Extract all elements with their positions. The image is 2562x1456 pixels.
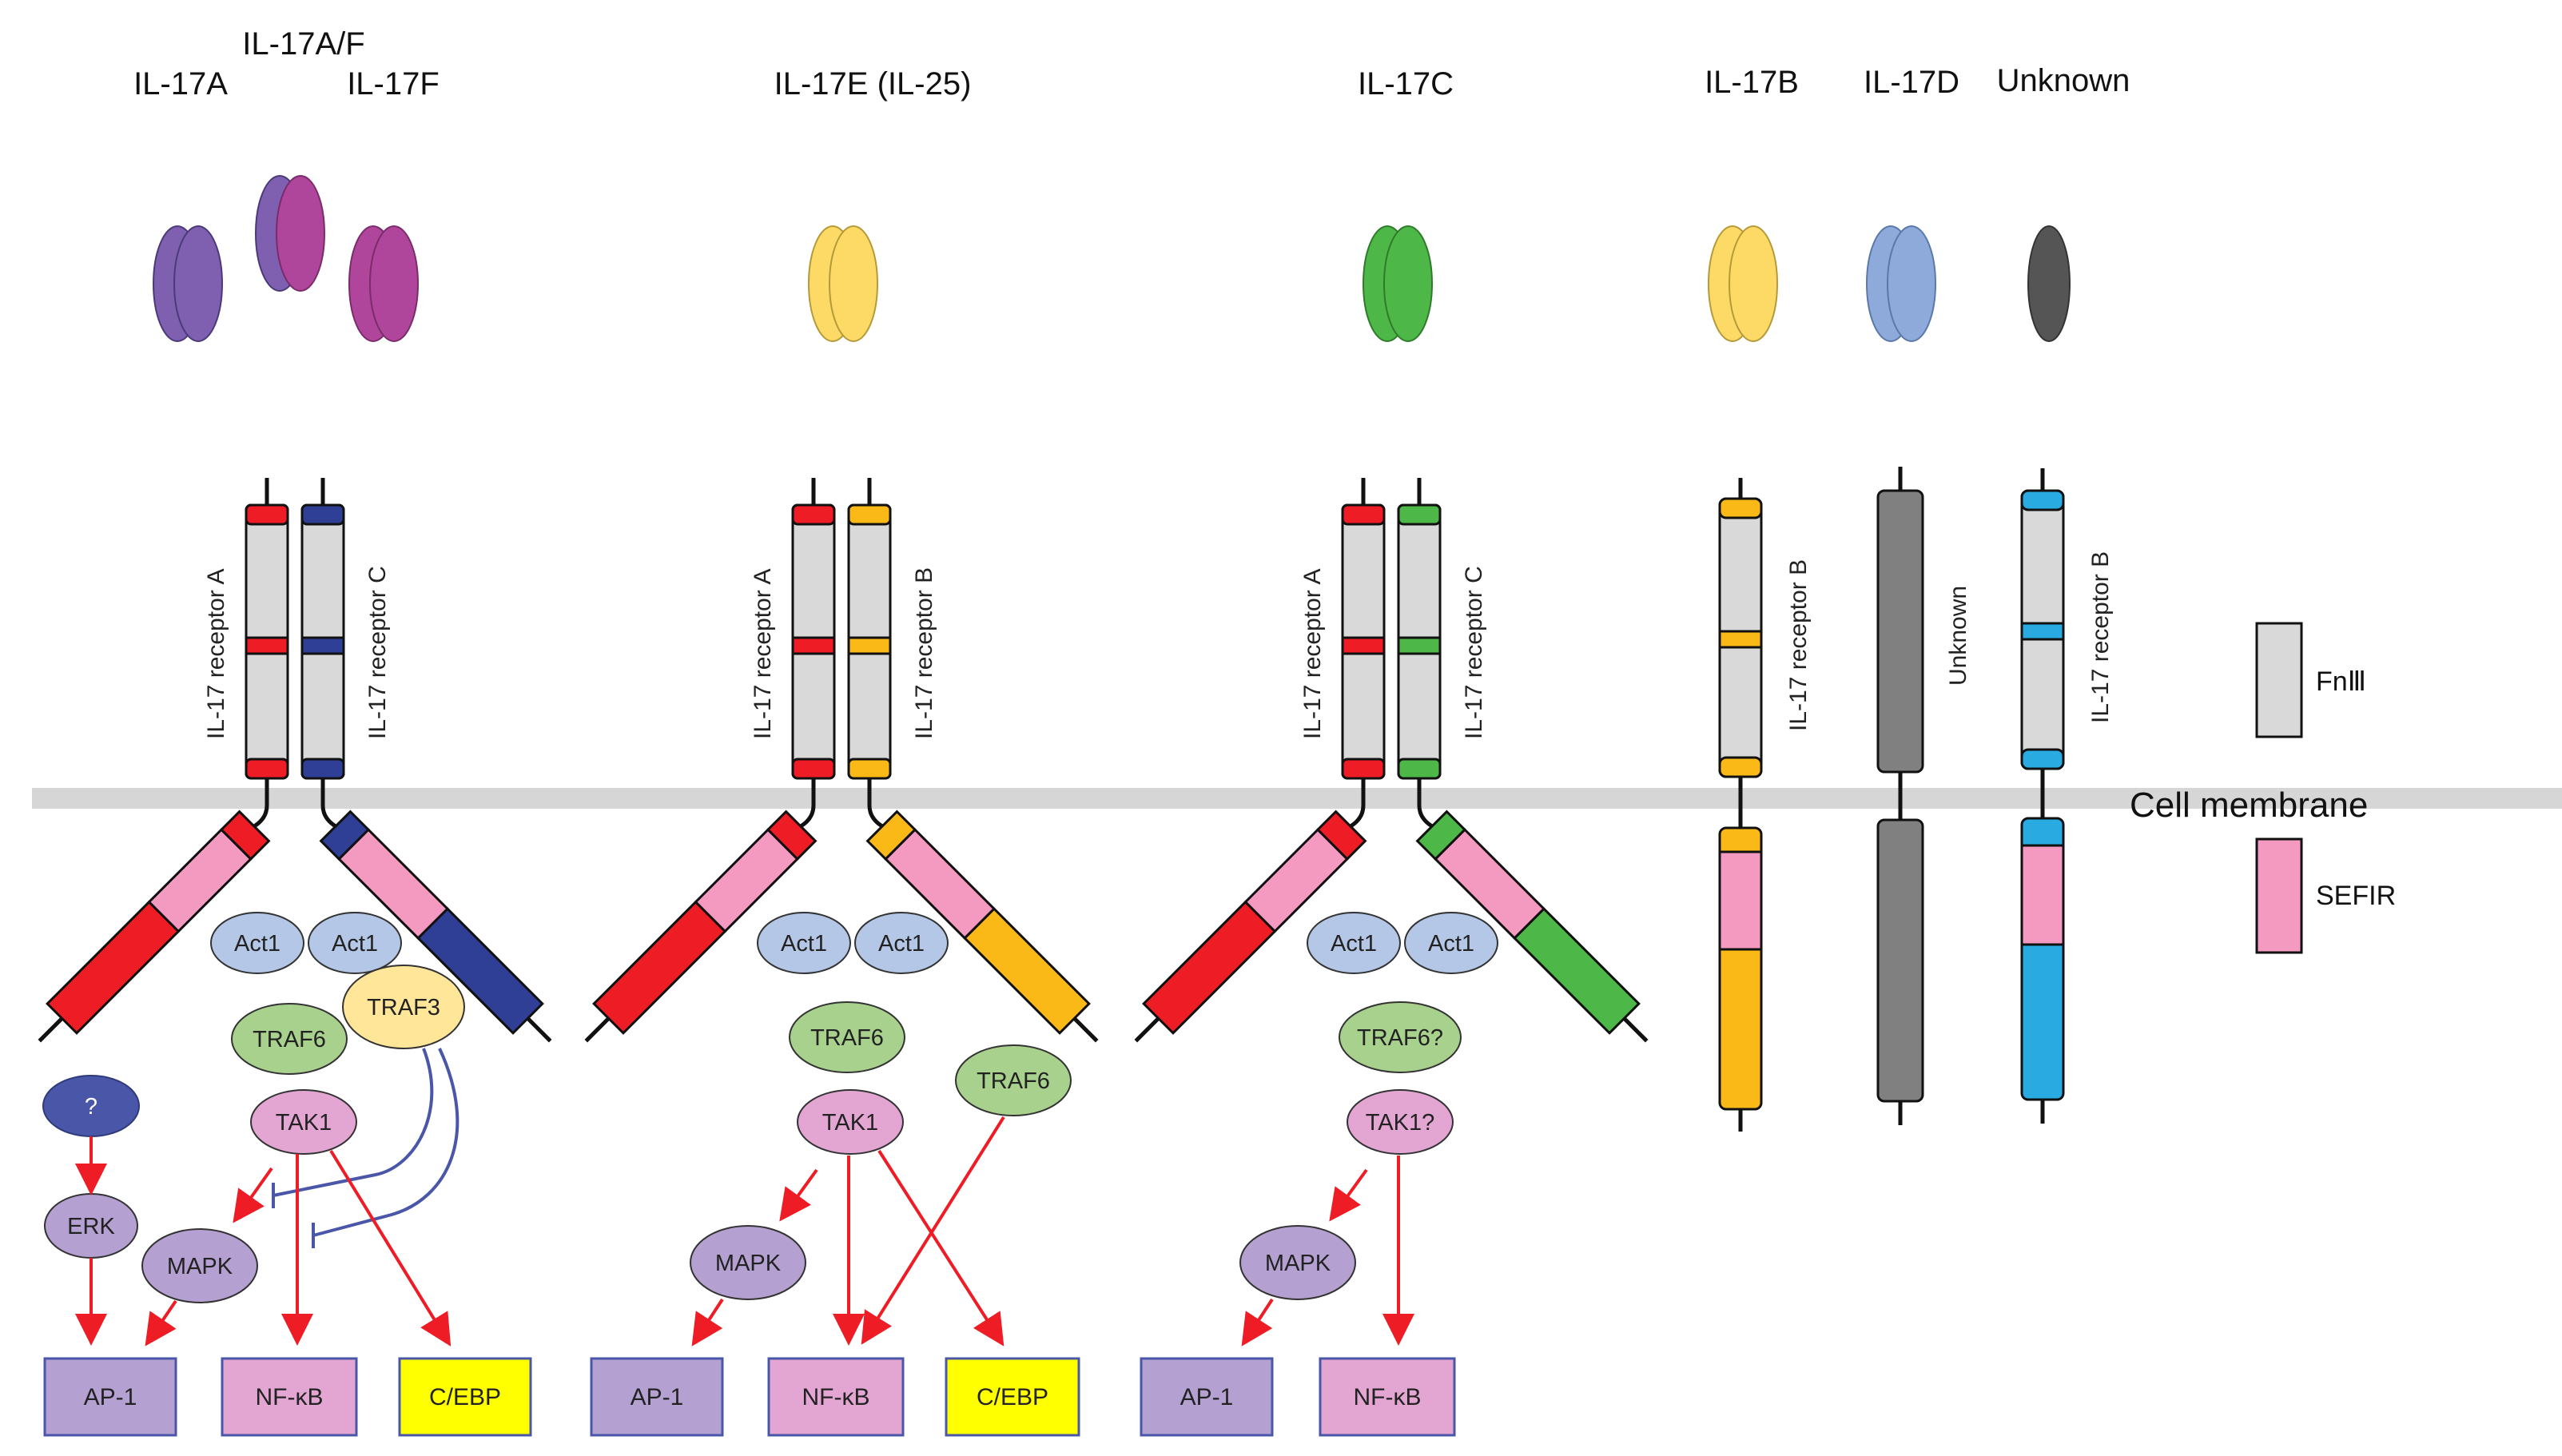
g3-act1-node-a — [1307, 912, 1401, 974]
label-unknown-ligand: Unknown — [1997, 63, 2130, 98]
g3-traf6-label: TRAF6? — [1357, 1025, 1443, 1051]
receptor-group-6 — [2020, 468, 2065, 1124]
g1-traf3-label: TRAF3 — [367, 995, 440, 1020]
g2-mapk-label: MAPK — [715, 1251, 782, 1276]
ligand-il17d — [1866, 225, 1936, 342]
label-il17a: IL-17A — [133, 66, 228, 101]
ligand-il17e — [808, 225, 878, 342]
label-g3-receptor-c: IL-17 receptor C — [1461, 566, 1487, 739]
g2-nfkb-box — [767, 1357, 905, 1437]
g3-act1-node-b — [1404, 912, 1498, 974]
label-il17c: IL-17C — [1358, 66, 1454, 101]
g3-traf6-node — [1339, 1001, 1462, 1073]
g2-tak1-label: TAK1 — [822, 1110, 878, 1136]
g1-inhibition-traf3-to-nfkb — [312, 1048, 459, 1237]
g1-cebp-label: C/EBP — [429, 1384, 501, 1410]
cell-membrane-label: Cell membrane — [2130, 786, 2368, 825]
g2-cebp-box — [945, 1357, 1080, 1437]
g1-mapk-node — [141, 1228, 258, 1303]
g3-act1-label-b: Act1 — [1428, 931, 1474, 957]
g1-inhibition-traf3-to-mapk — [273, 1048, 434, 1197]
ligand-il17f — [348, 225, 419, 342]
g1-traf6-label: TRAF6 — [253, 1027, 326, 1052]
receptor-group-1 — [38, 478, 552, 1043]
g3-tak1-node — [1347, 1089, 1454, 1155]
receptor-group-4 — [1718, 478, 1763, 1132]
g1-nfkb-box — [221, 1357, 358, 1437]
g1-act1-node-a — [210, 912, 304, 974]
label-il17f: IL-17F — [347, 66, 440, 101]
receptor-group-2 — [584, 478, 1099, 1043]
g2-nfkb-label: NF-κB — [802, 1384, 870, 1410]
g1-mapk-label: MAPK — [167, 1254, 233, 1279]
g1-act1-label-a: Act1 — [234, 931, 280, 957]
g3-nfkb-box — [1319, 1357, 1456, 1437]
g3-mapk-node — [1239, 1225, 1356, 1300]
ligand-il17af — [255, 175, 325, 292]
ligand-unknown — [2027, 225, 2071, 342]
g2-traf6-node-a — [789, 1001, 905, 1073]
g3-tak1-label: TAK1? — [1366, 1110, 1435, 1136]
g2-traf6-node-b — [955, 1044, 1072, 1116]
label-il17e: IL-17E (IL-25) — [774, 66, 972, 101]
g1-cebp-box — [398, 1357, 532, 1437]
g2-act1-label-b: Act1 — [878, 931, 925, 957]
g1-act1-node-b — [308, 912, 402, 974]
g3-ap1-label: AP-1 — [1180, 1384, 1234, 1410]
g2-act1-label-a: Act1 — [781, 931, 827, 957]
receptor-group-5 — [1876, 467, 1924, 1125]
g2-traf6-label-a: TRAF6 — [810, 1025, 884, 1051]
g2-cebp-label: C/EBP — [977, 1384, 1048, 1410]
g1-tak1-label: TAK1 — [276, 1110, 332, 1136]
g2-traf6-label-b: TRAF6 — [977, 1068, 1050, 1094]
label-g2-receptor-b: IL-17 receptor B — [911, 567, 937, 739]
legend-fn3-label: FnⅢ — [2316, 666, 2366, 697]
g3-act1-label-a: Act1 — [1331, 931, 1377, 957]
g1-traf3-node — [342, 965, 465, 1049]
legend-fn3-swatch — [2255, 622, 2303, 738]
label-g2-receptor-a: IL-17 receptor A — [750, 569, 776, 739]
label-g4-receptor-b: IL-17 receptor B — [1785, 559, 1812, 731]
g2-act1-node-a — [757, 912, 851, 974]
g2-ap1-label: AP-1 — [631, 1384, 684, 1410]
g3-ap1-box — [1140, 1357, 1274, 1437]
g2-mapk-node — [690, 1225, 806, 1300]
label-g5-unknown-receptor: Unknown — [1945, 586, 1971, 686]
g1-ap1-box — [43, 1357, 177, 1437]
ligand-il17b — [1708, 225, 1778, 342]
label-g6-receptor-b: IL-17 receptor B — [2087, 551, 2114, 723]
g1-activation-arrows — [75, 1136, 452, 1347]
g1-nfkb-label: NF-κB — [256, 1384, 324, 1410]
g3-mapk-label: MAPK — [1265, 1251, 1331, 1276]
ligand-il17c — [1363, 225, 1433, 342]
g1-erk-label: ERK — [67, 1214, 115, 1239]
g3-activation-arrows — [1241, 1156, 1414, 1347]
label-g1-receptor-c: IL-17 receptor C — [364, 566, 391, 739]
g1-ap1-label: AP-1 — [84, 1384, 137, 1410]
cell-membrane — [32, 788, 2562, 809]
legend-sefir-swatch — [2255, 837, 2303, 954]
legend-sefir-label: SEFIR — [2316, 881, 2396, 911]
g1-traf6-node — [231, 1003, 348, 1075]
label-il17d: IL-17D — [1864, 65, 1959, 100]
g1-tak1-node — [250, 1089, 357, 1155]
g1-act1-label-b: Act1 — [332, 931, 378, 957]
label-il17af: IL-17A/F — [242, 26, 364, 62]
g2-tak1-node — [797, 1089, 904, 1155]
g2-act1-node-b — [854, 912, 949, 974]
g2-ap1-box — [590, 1357, 724, 1437]
g2-activation-arrows — [691, 1116, 1005, 1347]
g3-nfkb-label: NF-κB — [1354, 1384, 1422, 1410]
ligand-il17a — [153, 225, 223, 342]
label-g1-receptor-a: IL-17 receptor A — [203, 569, 229, 739]
receptor-group-3 — [1134, 478, 1649, 1043]
label-g3-receptor-a: IL-17 receptor A — [1299, 569, 1326, 739]
label-il17b: IL-17B — [1705, 65, 1799, 100]
g1-question-label: ? — [85, 1094, 97, 1120]
